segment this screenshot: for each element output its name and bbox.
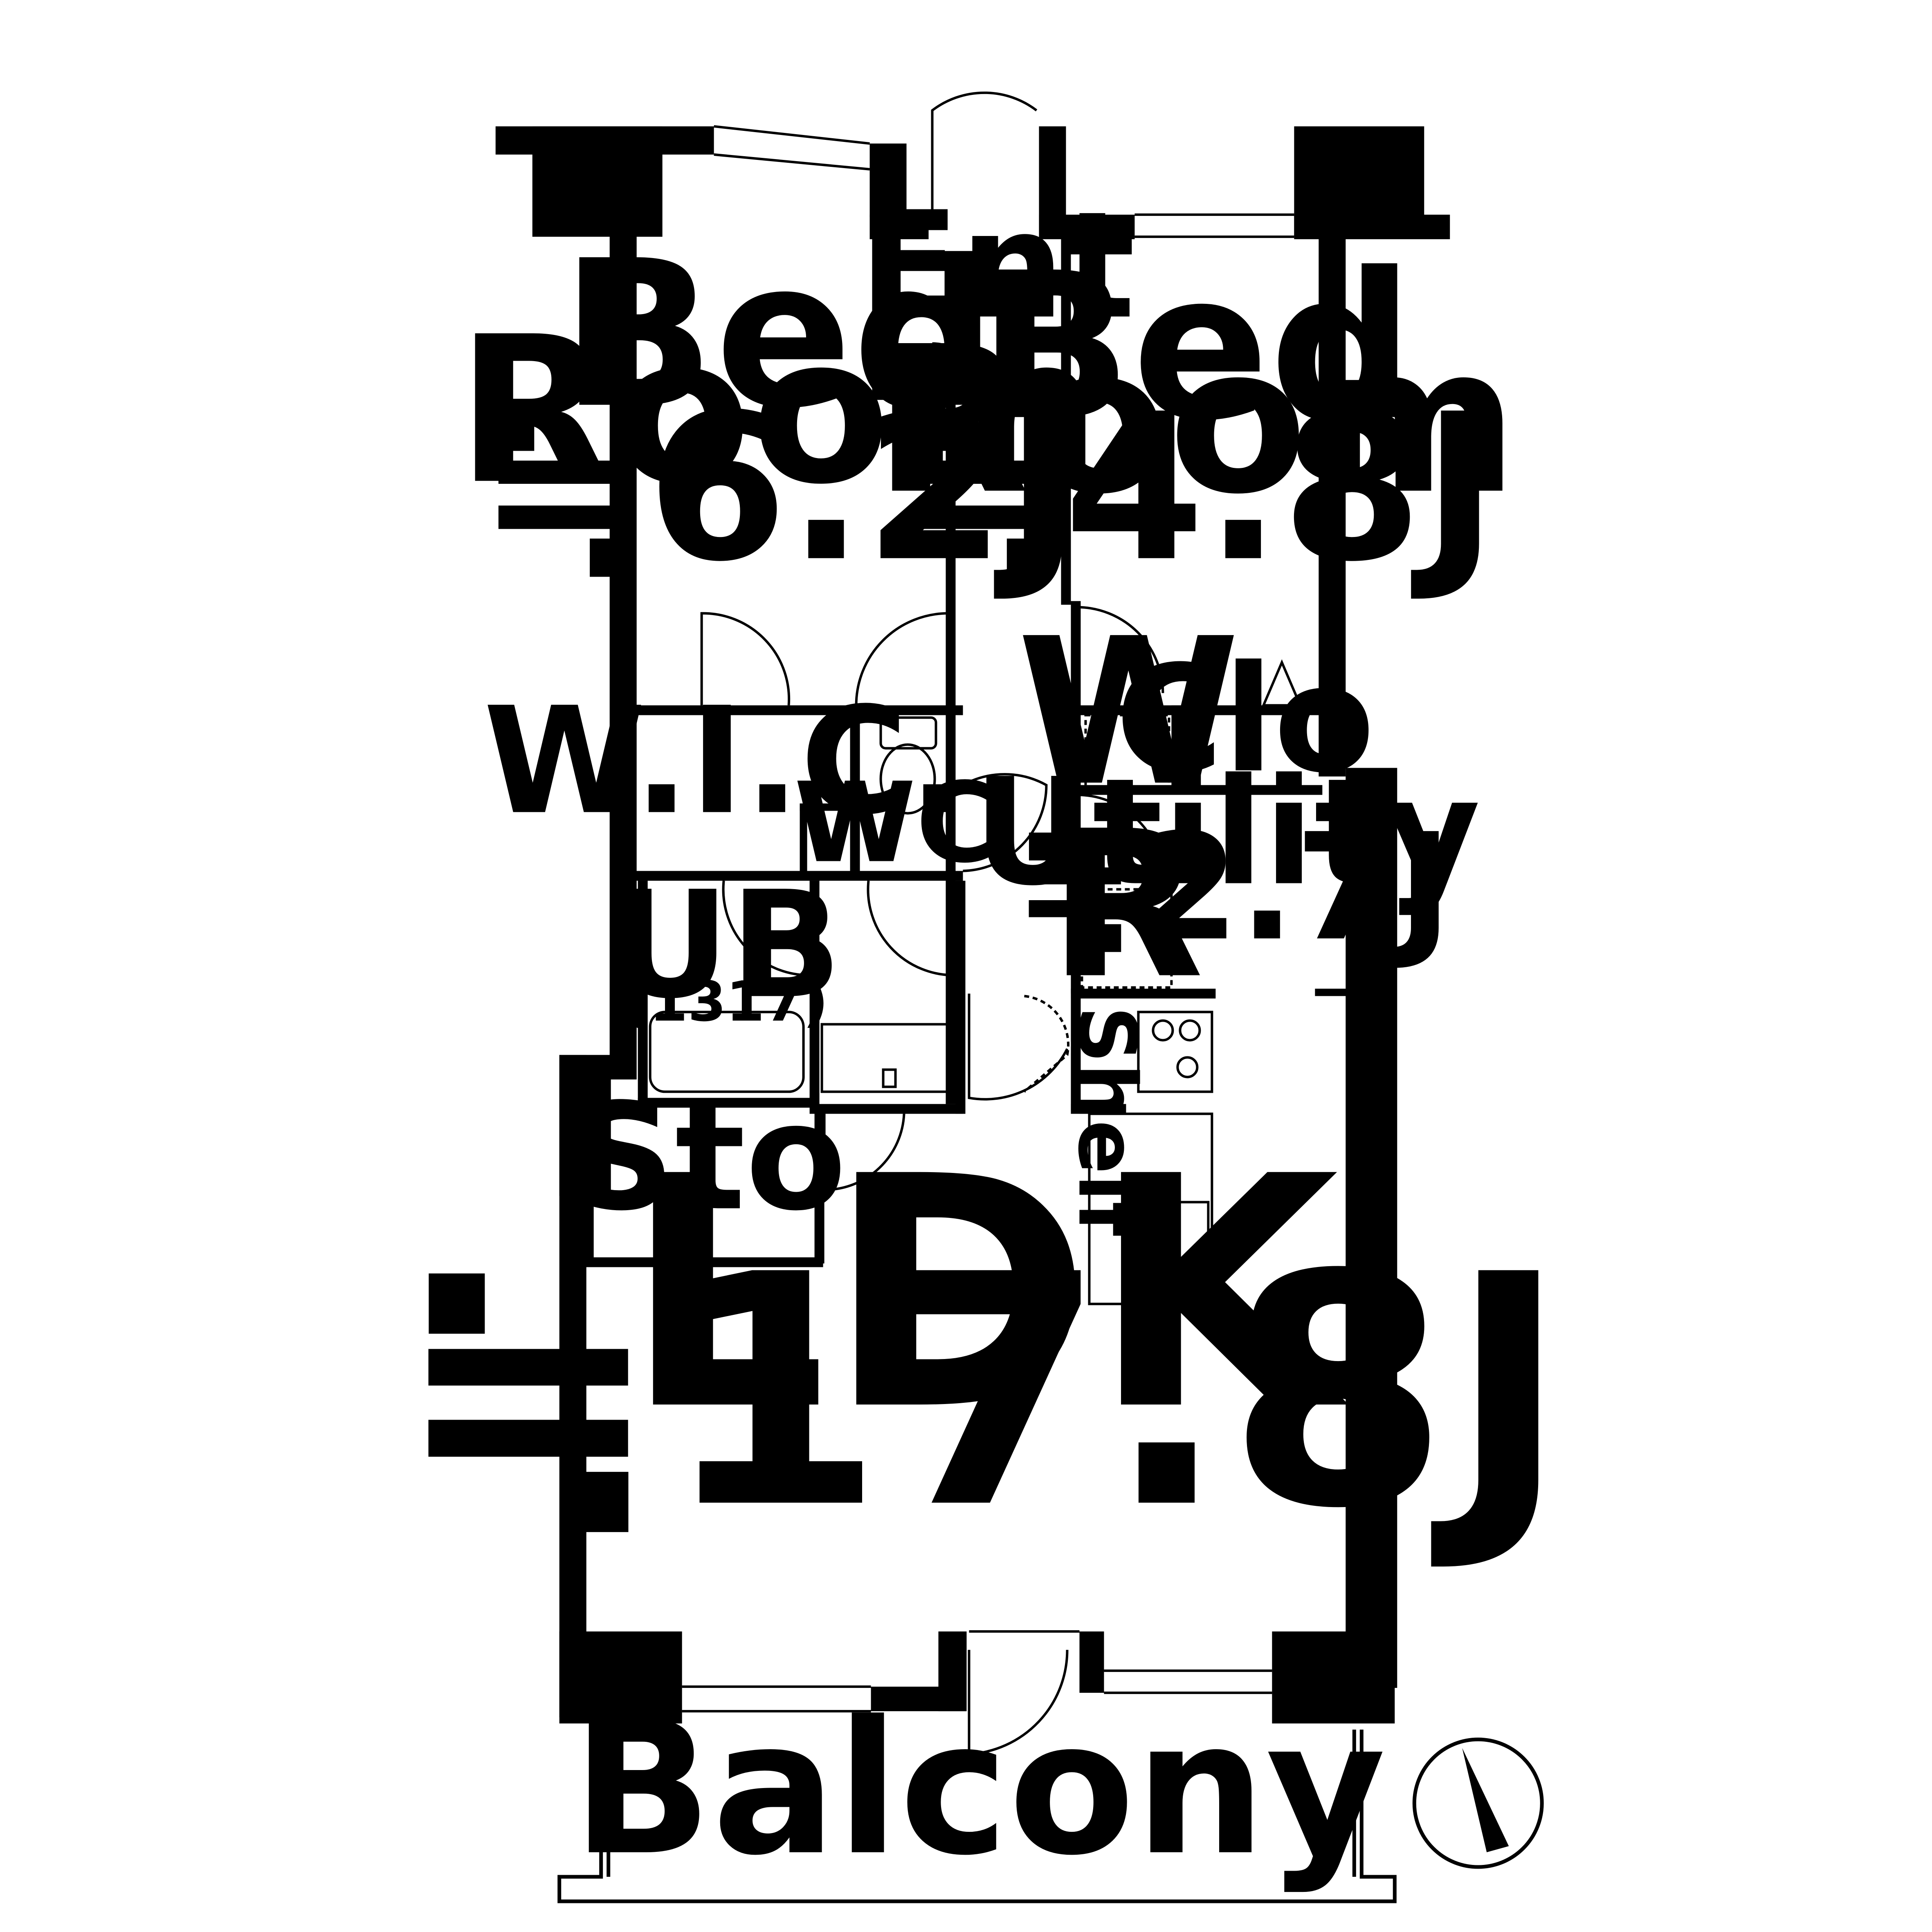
closet-label: Clo bbox=[1115, 634, 1375, 805]
bedroom-right-line2: Room bbox=[874, 303, 1519, 539]
fixtures bbox=[649, 714, 1213, 1305]
storage-label: Sto bbox=[569, 1072, 847, 1243]
bedroom-left-line2: Room bbox=[456, 293, 1101, 529]
ldk-label: LDK bbox=[624, 1108, 1351, 1480]
bedroom-left-line1: Bed bbox=[561, 217, 997, 453]
balcony-rail bbox=[557, 1730, 1397, 1903]
bedroom-right-line1: Bed bbox=[978, 229, 1414, 465]
wc-label: WC bbox=[794, 759, 997, 887]
windows bbox=[682, 125, 1294, 1713]
washer-label: W bbox=[1017, 595, 1240, 831]
bedroom-right-size: ≒4.8J bbox=[894, 371, 1498, 606]
utility-label: Utility bbox=[973, 747, 1480, 918]
door-swings bbox=[700, 91, 1302, 1756]
wic-label: W.I.C. bbox=[483, 676, 964, 847]
ldk-size: ≒17.8J bbox=[395, 1206, 1568, 1578]
balcony-label: Balcony bbox=[572, 1682, 1386, 1896]
unit-bath-label: UB bbox=[610, 859, 842, 1031]
utility-size: ≒2.7J bbox=[1013, 802, 1452, 973]
entrance-label: Ent bbox=[859, 180, 1135, 351]
north-arrow-icon bbox=[1412, 1737, 1544, 1869]
refrigerator-label: R bbox=[1048, 787, 1204, 1023]
shelf-label: Shelf bbox=[1060, 1006, 1153, 1237]
unit-bath-model: (1317) bbox=[624, 969, 828, 1033]
interior-walls bbox=[584, 236, 1370, 1267]
bedroom-left-size: ≒6.2J bbox=[477, 371, 1081, 606]
